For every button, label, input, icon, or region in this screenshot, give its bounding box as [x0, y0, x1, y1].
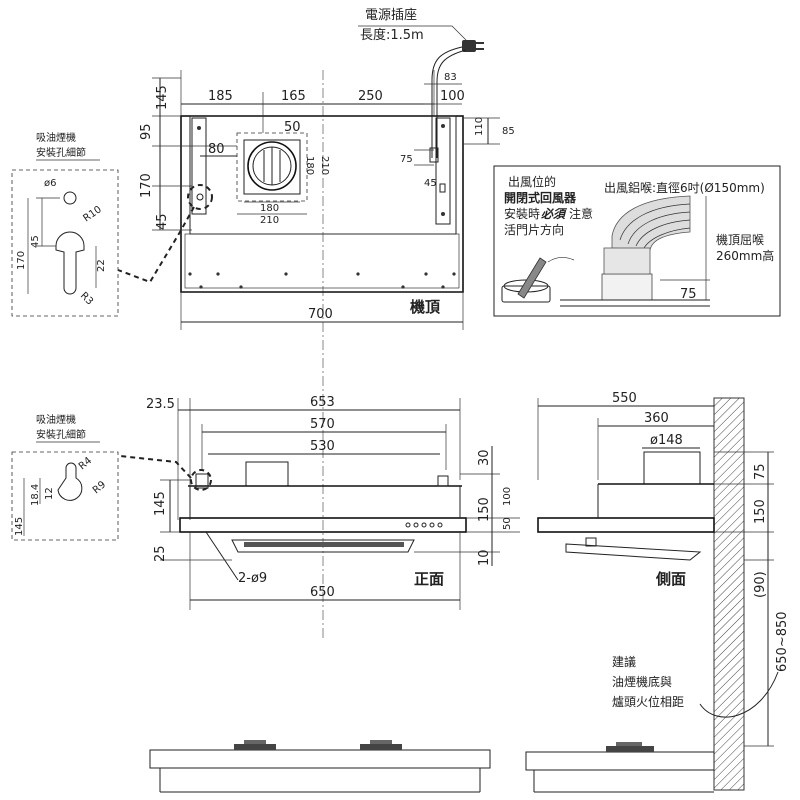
- dim-150-front: 150: [477, 497, 492, 522]
- dim-30: 30: [477, 449, 492, 466]
- front-view: 23.5 653 570 530 2-ø9 650 正面: [119, 395, 520, 610]
- vent-note-line3c: 注意: [569, 206, 593, 221]
- top-detail-title-2: 安裝孔細節: [36, 146, 86, 159]
- dim-550: 550: [612, 391, 637, 406]
- vent-note-line2: 開閉式回風器: [504, 190, 577, 205]
- dim-650-850: 650~850: [775, 611, 790, 672]
- dim-180-horizontal: 180: [260, 203, 279, 214]
- vent-note-box: 出風位的 開閉式回風器 安裝時 必須 注意 活門片方向 出風鋁喉:直徑6吋(Ø1…: [493, 165, 781, 317]
- front-stove: [149, 740, 491, 793]
- aluminum-duct: [601, 195, 691, 301]
- detail-18-4-label: 18.4: [30, 484, 41, 506]
- dim-25: 25: [153, 545, 168, 562]
- top-hole-detail: 吸油煙機 安裝孔細節 ø6 R10 R3 45 170 22: [11, 131, 119, 317]
- front-outlet: [245, 461, 289, 487]
- dim-165: 165: [281, 89, 306, 104]
- dim-85: 85: [502, 126, 515, 137]
- dim-10-front: 10: [477, 549, 492, 566]
- dim-80: 80: [208, 142, 225, 157]
- side-panel: [537, 517, 715, 533]
- detail-22-label: 22: [96, 259, 107, 272]
- dim-100: 100: [440, 89, 465, 104]
- dim-570: 570: [310, 417, 335, 432]
- plug-icon: [462, 40, 484, 52]
- detail-145-label: 145: [14, 517, 25, 536]
- dim-185: 185: [208, 89, 233, 104]
- dim-110: 110: [474, 117, 485, 136]
- dim-95: 95: [139, 123, 154, 140]
- dim-45: 45: [155, 213, 170, 230]
- dim-90-side: (90): [753, 571, 768, 598]
- damper-valve-icon: [501, 257, 575, 303]
- dim-650: 650: [310, 585, 335, 600]
- dim-75-side: 75: [753, 463, 768, 480]
- vent-note-line3b: 必須: [541, 207, 568, 221]
- dim-170: 170: [139, 173, 154, 198]
- vent-dim-75: 75: [680, 287, 697, 302]
- phi-148: ø148: [650, 433, 683, 448]
- visor: [565, 543, 702, 561]
- r3-label: R3: [78, 290, 95, 307]
- fan-outlet: [236, 132, 308, 202]
- vent-note-line1: 出風位的: [508, 174, 556, 189]
- side-stove: [525, 742, 715, 793]
- front-hole-detail: 吸油煙機 安裝孔細節 R4 R9 18.4 12 145: [11, 413, 119, 541]
- r10-label: R10: [81, 204, 103, 224]
- dim-145-front: 145: [153, 491, 168, 516]
- burner-left-icon: [234, 740, 276, 750]
- r9-label: R9: [91, 479, 108, 496]
- front-detail-title-1: 吸油煙機: [36, 413, 76, 426]
- side-outlet: [643, 451, 701, 485]
- power-socket-label: 電源插座: [365, 8, 417, 23]
- recommend-note: 建議 油煙機底與 爐頭火位相距: [612, 655, 779, 718]
- dim-250: 250: [358, 89, 383, 104]
- burner-right-icon: [360, 740, 402, 750]
- control-buttons: [405, 522, 443, 528]
- vent-note-line3a: 安裝時: [504, 206, 540, 221]
- dim-150-side: 150: [753, 499, 768, 524]
- dim-653: 653: [310, 395, 335, 410]
- power-cord: 電源插座 長度:1.5m: [358, 8, 484, 158]
- dim-210-vertical: 210: [319, 156, 330, 175]
- holes-2-phi9: 2-ø9: [238, 571, 267, 586]
- front-detail-title-2: 安裝孔細節: [36, 428, 86, 441]
- dim-180-vertical: 180: [304, 156, 315, 175]
- top-view: 185 165 250 83 100 110 85 75 45 145 95 1…: [117, 70, 515, 640]
- dim-50-front: 50: [502, 517, 513, 530]
- phi-6-label: ø6: [44, 178, 56, 189]
- screw-holes: [188, 272, 456, 289]
- dim-530: 530: [310, 439, 335, 454]
- dim-23-5: 23.5: [146, 397, 175, 412]
- r4-label: R4: [77, 455, 94, 472]
- dim-83: 83: [444, 72, 457, 83]
- side-view-title: 側面: [655, 570, 686, 588]
- dim-210-horizontal: 210: [260, 215, 279, 226]
- top-detail-title-1: 吸油煙機: [36, 131, 76, 144]
- duct-diameter-label: 出風鋁喉:直徑6吋(Ø150mm): [604, 181, 765, 195]
- recommend-line3: 爐頭火位相距: [612, 694, 684, 709]
- vent-note-line4: 活門片方向: [504, 222, 564, 237]
- recommend-line1: 建議: [612, 655, 636, 669]
- top-view-title: 機頂: [410, 298, 441, 316]
- side-view: 550 360 ø148 側面 75 150 (90) 650~850: [537, 391, 790, 791]
- dim-360: 360: [644, 411, 669, 426]
- detail-12-label: 12: [44, 487, 55, 500]
- recommend-line2: 油煙機底與: [612, 674, 672, 689]
- dim-50: 50: [284, 120, 301, 135]
- dim-75-small: 75: [400, 154, 413, 165]
- elbow-height-label-2: 260mm高: [716, 248, 774, 263]
- dim-45-small: 45: [424, 178, 437, 189]
- dim-100-front: 100: [502, 487, 513, 506]
- wall: [713, 397, 745, 791]
- dim-700: 700: [308, 307, 333, 322]
- elbow-height-label-1: 機頂屈喉: [716, 232, 764, 247]
- front-panel: [179, 517, 467, 533]
- cord-length-label: 長度:1.5m: [360, 27, 424, 43]
- burner-side-icon: [606, 742, 654, 752]
- dim-145-top: 145: [155, 85, 170, 110]
- front-view-title: 正面: [414, 570, 444, 588]
- detail-170-label: 170: [16, 251, 27, 270]
- detail-45-label: 45: [30, 235, 41, 248]
